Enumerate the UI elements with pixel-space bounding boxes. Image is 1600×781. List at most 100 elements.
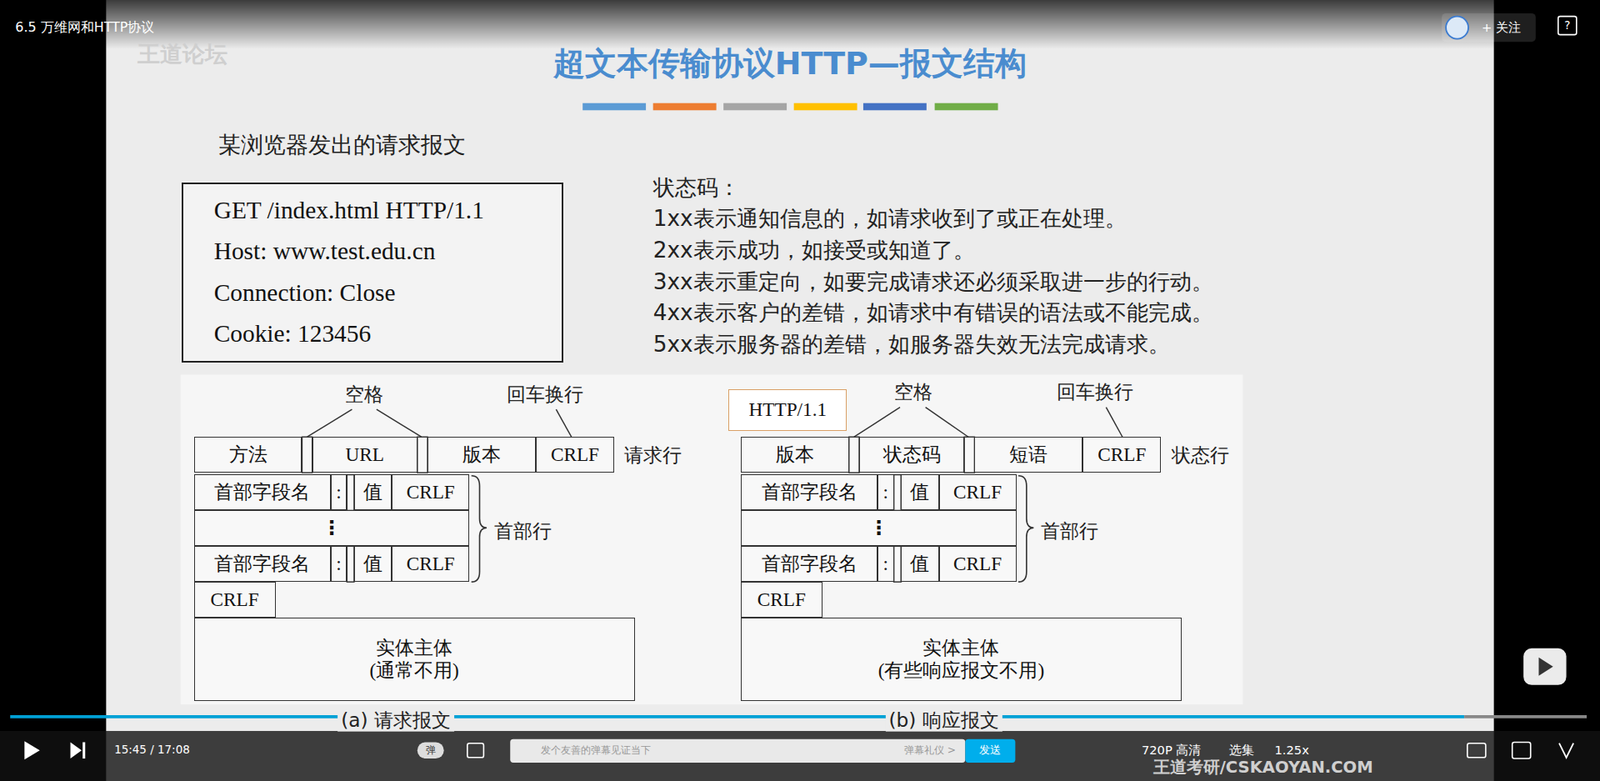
status-code-note: 3xx表示重定向，如要完成请求还必须采取进一步的行动。: [653, 269, 1214, 295]
header-field-cell: 值: [900, 545, 939, 582]
cell-text: Host: www.test.edu.cn: [214, 237, 436, 266]
cell-text: 值: [363, 552, 383, 575]
cell-text: Cookie: 123456: [214, 320, 372, 349]
status-code-note: 4xx表示客户的差错，如请求中有错误的语法或不能完成。: [653, 300, 1214, 325]
field-label: 回车换行: [506, 382, 584, 405]
cell-text: 状态码: [883, 443, 941, 466]
cell-text: URL: [345, 443, 385, 466]
progress-track: [1464, 715, 1587, 719]
header-field-cell: :: [877, 545, 895, 582]
cell-text: 首部字段名: [761, 480, 858, 504]
cell-text: CRLF: [757, 588, 806, 611]
episode-menu-text: 选集: [1229, 742, 1255, 757]
cell-text: :: [883, 480, 889, 504]
quality-menu-text: 720P 高清: [1141, 742, 1202, 757]
status-line-cell: 版本: [740, 436, 850, 473]
field-label: 空格: [345, 382, 384, 405]
header-field-cell: CRLF: [391, 545, 470, 582]
status-code-note: 2xx表示成功，如接受或知道了。: [653, 237, 975, 263]
cell-text: 值: [910, 480, 930, 504]
header-field-cell: CRLF: [939, 474, 1017, 510]
subheading: 某浏览器发出的请求报文: [218, 131, 466, 158]
help-icon-text: ?: [1564, 19, 1570, 32]
watermark-text: 王道论坛: [137, 40, 228, 66]
cell-text: 版本: [775, 443, 815, 466]
tv-icon: [1523, 648, 1566, 685]
cell-text: :: [883, 552, 889, 575]
header-field-cell: :: [330, 474, 348, 510]
status-code-note-text: 2xx表示成功，如接受或知道了。: [653, 237, 975, 263]
status-code-note-text: 1xx表示通知信息的，如请求收到了或正在处理。: [653, 205, 1127, 231]
space-gap: [849, 436, 860, 473]
follow-button-text: + 关注: [1481, 20, 1521, 35]
version-callout-box: HTTP/1.1: [728, 389, 847, 431]
header-field-cell: 首部字段名: [194, 474, 331, 510]
cell-text: 首部字段名: [761, 552, 858, 575]
space-gap: [964, 436, 975, 473]
space-gap: [894, 475, 902, 511]
cell-text: CRLF: [1097, 443, 1146, 466]
space-gap: [346, 475, 355, 511]
figure-caption-text: (b) 响应报文: [888, 708, 999, 731]
space-gap: [301, 436, 312, 473]
play-icon: [24, 740, 40, 760]
status-code-note: 1xx表示通知信息的，如请求收到了或正在处理。: [653, 205, 1127, 231]
row-label: 状态行: [1171, 444, 1230, 467]
header-field-cell: :: [877, 474, 895, 510]
next-icon: [70, 741, 81, 759]
leader-line: [925, 407, 969, 438]
cell-text: HTTP/1.1: [748, 398, 827, 421]
cell-text: GET /index.html HTTP/1.1: [214, 196, 485, 225]
cell-text: 首部字段名: [214, 480, 310, 504]
space-gap: [417, 436, 428, 473]
figure-caption-text: (a) 请求报文: [340, 708, 451, 731]
header-field-cell: 值: [354, 545, 392, 582]
quality-menu: 720P 高清: [1141, 743, 1202, 758]
request-line-cell: 方法: [194, 436, 303, 473]
space-gap: [894, 545, 902, 582]
header-field-cell: 首部字段名: [194, 545, 331, 582]
watermark-text: 王道考研/CSKAOYAN.COM: [1153, 757, 1374, 777]
next-icon: [82, 741, 85, 759]
status-code-heading: 状态码：: [653, 175, 740, 200]
figure-caption: (b) 响应报文: [885, 709, 1002, 732]
danmaku-toggle: [417, 741, 445, 759]
subheading-text: 某浏览器发出的请求报文: [218, 130, 466, 157]
request-line-cell: URL: [312, 436, 418, 473]
space-gap: [346, 545, 355, 582]
status-code-note-text: 5xx表示服务器的差错，如服务器失效无法完成请求。: [653, 331, 1170, 357]
figure-background: [180, 375, 1244, 705]
header-ellipsis-row: ⋮: [740, 510, 1017, 546]
time-display-text: 15:45 / 17:08: [114, 743, 190, 756]
time-display: 15:45 / 17:08: [114, 743, 190, 756]
row-label-text: 首部行: [1040, 518, 1099, 541]
control-bar: [0, 730, 1600, 781]
video-title-text: 6.5 万维网和HTTP协议: [15, 19, 155, 35]
header-ellipsis-row: ⋮: [194, 510, 470, 546]
blank-line-cell: CRLF: [194, 581, 276, 618]
field-label-text: 回车换行: [506, 381, 584, 405]
avatar-icon: [1445, 16, 1469, 40]
cell-text: :: [335, 552, 341, 575]
status-code-note: 5xx表示服务器的差错，如服务器失效无法完成请求。: [653, 331, 1170, 357]
row-label-text: 首部行: [494, 518, 552, 541]
danmaku-toggle-text: 弹: [425, 744, 436, 756]
request-line-cell: CRLF: [535, 436, 615, 473]
cell-text: Connection: Close: [214, 279, 396, 308]
title-bars: [582, 103, 646, 111]
brace: [1018, 475, 1034, 582]
cell-text: 版本: [462, 443, 501, 466]
status-code-note-text: 3xx表示重定向，如要完成请求还必须采取进一步的行动。: [653, 269, 1214, 295]
watermark: 王道考研/CSKAOYAN.COM: [1153, 758, 1374, 778]
blank-line-cell: CRLF: [740, 581, 823, 618]
status-code-note-text: 4xx表示客户的差错，如请求中有错误的语法或不能完成。: [653, 300, 1214, 325]
leader-line: [1105, 407, 1123, 438]
cell-text: 值: [363, 480, 383, 504]
space-gap: [301, 436, 975, 582]
note-text: (有些响应报文不用): [878, 659, 1045, 682]
row-label-text: 状态行: [1171, 443, 1230, 466]
top-shade: [0, 0, 1600, 50]
cell-text: ⋮: [321, 516, 341, 540]
help-icon-text-text: ?: [1564, 19, 1570, 32]
